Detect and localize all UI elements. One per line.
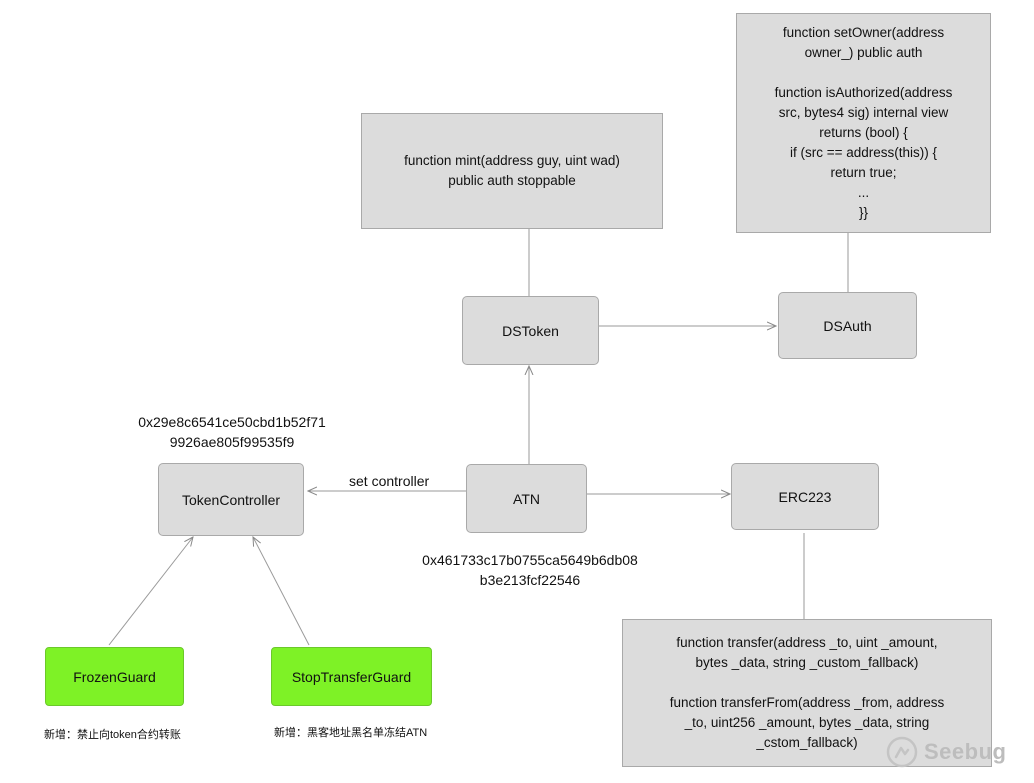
token-controller-label: TokenController [181,491,281,508]
frozenguard-to-tokencontroller-arrow [108,537,193,646]
seebug-watermark-text: Seebug [924,739,1007,764]
auth-function-note: function setOwner(address owner_) public… [736,13,991,233]
dstoken-node[interactable]: DSToken [462,296,599,365]
stop-transfer-guard-label: StopTransferGuard [291,668,412,685]
mint-function-note: function mint(address guy, uint wad) pub… [361,113,663,229]
token-controller-node[interactable]: TokenController [158,463,304,536]
stoptransferguard-to-tokencontroller-arrow [253,537,310,646]
seebug-watermark: Seebug [886,736,1006,768]
stop-transfer-note-label: 新增：黑客地址黑名单冻结ATN [274,727,428,739]
frozen-guard-note-label: 新增：禁止向token合约转账 [44,729,181,741]
stop-transfer-guard-node[interactable]: StopTransferGuard [271,647,432,706]
dstoken-label: DSToken [502,322,559,339]
transfer-function-text: function transfer(address _to, uint _amo… [669,635,945,750]
atn-label: ATN [513,490,540,507]
erc223-label: ERC223 [778,488,832,505]
set-controller-label: set controller [349,473,430,489]
controller-address-label: 0x29e8c6541ce50cbd1b52f71 9926ae805f9953… [138,414,326,450]
mint-function-text: function mint(address guy, uint wad) pub… [404,153,620,188]
frozen-guard-label: FrozenGuard [73,668,156,685]
transfer-function-note: function transfer(address _to, uint _amo… [622,619,992,767]
dsauth-label: DSAuth [823,317,872,334]
atn-address-label: 0x461733c17b0755ca5649b6db08 b3e213fcf22… [422,552,638,588]
seebug-logo-icon [886,736,918,768]
auth-function-text: function setOwner(address owner_) public… [774,25,953,220]
erc223-node[interactable]: ERC223 [731,463,879,530]
dsauth-node[interactable]: DSAuth [778,292,917,359]
atn-node[interactable]: ATN [466,464,587,533]
frozen-guard-node[interactable]: FrozenGuard [45,647,184,706]
